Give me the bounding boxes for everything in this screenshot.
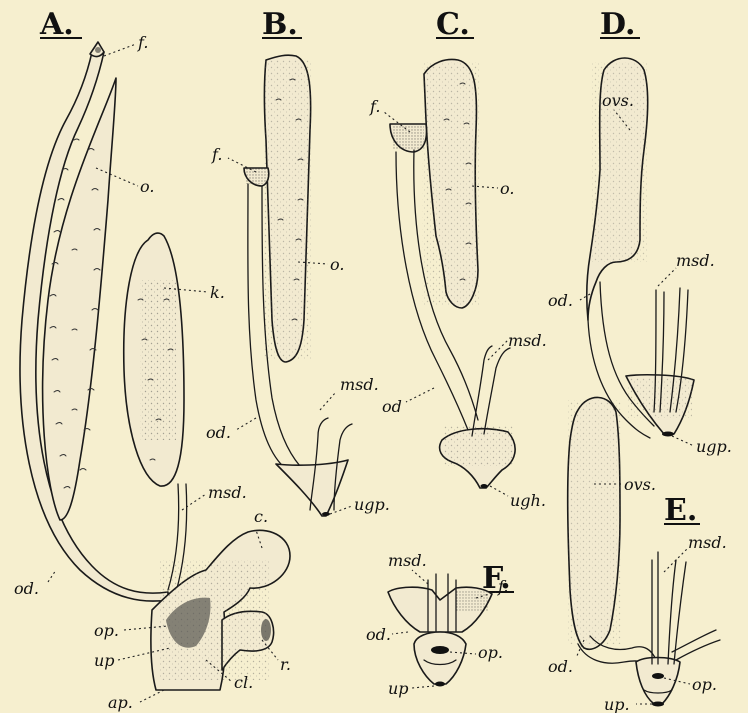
- panel-a-ovary: [43, 78, 116, 520]
- label-f-f: f.: [497, 577, 508, 596]
- label-a-c: c.: [254, 507, 268, 526]
- label-a-ap: ap.: [108, 693, 133, 712]
- label-d-ovs: ovs.: [602, 91, 634, 110]
- panel-d-letter: D.: [600, 7, 635, 42]
- panel-a: A.: [20, 7, 290, 690]
- label-c-o: o.: [500, 179, 514, 198]
- label-e-op: op.: [692, 675, 717, 694]
- label-c-ugh: ugh.: [510, 491, 546, 510]
- panel-e-letter: E.: [664, 493, 697, 528]
- panel-c: C.: [390, 7, 515, 488]
- label-a-msd: msd.: [208, 483, 247, 502]
- label-f-od: od.: [366, 625, 391, 644]
- label-a-up: up: [94, 651, 115, 670]
- label-a-cl: cl.: [234, 673, 253, 692]
- panel-c-letter: C.: [436, 7, 470, 42]
- panel-f-papilla: [414, 632, 466, 684]
- label-b-msd: msd.: [340, 375, 379, 394]
- panel-f: F.: [388, 561, 514, 687]
- label-a-k: k.: [210, 283, 225, 302]
- label-a-f: f.: [137, 33, 148, 52]
- label-b-o: o.: [330, 255, 344, 274]
- label-a-od: od.: [14, 579, 39, 598]
- label-d-msd: msd.: [676, 251, 715, 270]
- label-d-od: od.: [548, 291, 573, 310]
- label-d-ugp: ugp.: [696, 437, 732, 456]
- panel-b-letter: B.: [262, 7, 298, 42]
- label-b-f: f.: [211, 145, 222, 164]
- panel-d: D.: [587, 7, 694, 438]
- label-a-op: op.: [94, 621, 119, 640]
- label-b-ugp: ugp.: [354, 495, 390, 514]
- label-c-f: f.: [369, 97, 380, 116]
- label-a-o: o.: [140, 177, 154, 196]
- label-f-up: up: [388, 679, 409, 698]
- label-c-od: od: [382, 397, 402, 416]
- label-e-ovs: ovs.: [624, 475, 656, 494]
- label-b-od: od.: [206, 423, 231, 442]
- label-e-od: od.: [548, 657, 573, 676]
- panel-a-letter: A.: [39, 7, 74, 42]
- label-f-op: op.: [478, 643, 503, 662]
- label-a-r: r.: [280, 655, 291, 674]
- label-c-msd: msd.: [508, 331, 547, 350]
- label-f-msd: msd.: [388, 551, 427, 570]
- label-e-up: up.: [604, 695, 630, 713]
- label-e-msd: msd.: [688, 533, 727, 552]
